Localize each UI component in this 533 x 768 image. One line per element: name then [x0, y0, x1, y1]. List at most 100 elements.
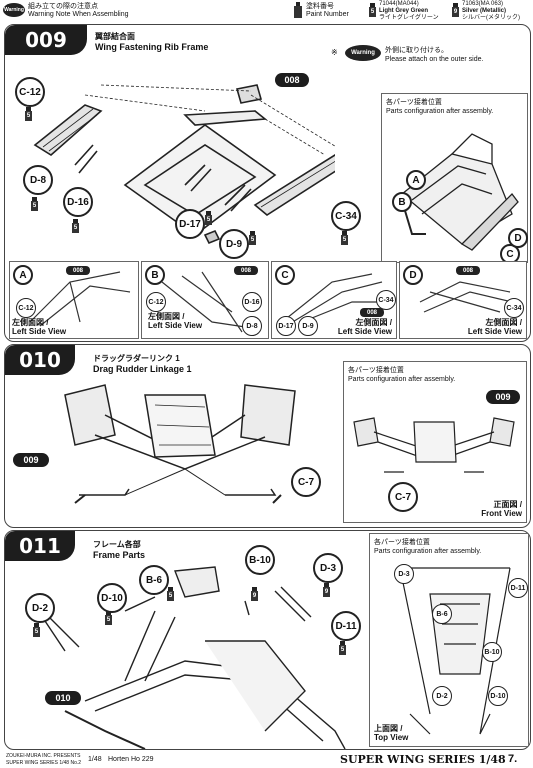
paint-name-jp: シルバー(メタリック) [462, 15, 520, 21]
part-label-d-2: D-2 [25, 593, 55, 623]
paint-bottle-icon: 5 [341, 231, 348, 245]
part-label-d-8: D-8 [23, 165, 53, 195]
paint-bottle-icon: 9 [323, 583, 330, 597]
subview-letter: B [145, 265, 165, 285]
callout-009: 009 [13, 453, 49, 467]
paint-bottle-icon: 5 [249, 231, 256, 245]
subview-pill: 008 [66, 266, 90, 275]
step-title-jp: フレーム各部 [93, 540, 141, 549]
part-label-d-2: D-2 [432, 686, 452, 706]
footer-scale: 1/48 [88, 756, 102, 763]
paint-name-jp: ライトグレイグリーン [379, 15, 439, 21]
part-label-d-8: D-8 [242, 316, 262, 336]
footer-series-title: SUPER WING SERIES 1/48 [340, 753, 506, 766]
step-title-en: Drag Rudder Linkage 1 [93, 364, 192, 374]
page-number: 7. [508, 753, 518, 765]
step-title-jp: ドラッグラダーリンク 1 [93, 354, 180, 363]
subview-drawing [29, 271, 131, 327]
callout-008: 008 [275, 73, 309, 87]
step-009-section: 009 翼部結合面 Wing Fastening Rib Frame Warni… [4, 24, 531, 342]
header-jp-title: 組み立ての際の注意点 [28, 3, 98, 10]
paint-bottle-icon: 5 [369, 3, 376, 17]
panel-title-en: Parts configuration after assembly. [348, 376, 456, 383]
callout-010: 010 [45, 691, 81, 705]
footer-series-small: SUPER WING SERIES 1/48 No.2 [6, 760, 82, 766]
drag-rudder-linkage-drawing [64, 384, 296, 504]
step-title-jp: 翼部結合面 [95, 32, 135, 41]
subview-view-label: 左側面図 /Left Side View [467, 318, 522, 336]
step-010-section: 010 ドラッグラダーリンク 1 Drag Rudder Linkage 1 0… [4, 344, 531, 528]
part-label-d-9: D-9 [219, 229, 249, 259]
position-letter-a: A [406, 170, 426, 190]
footer-model: Horten Ho 229 [108, 756, 154, 763]
subview-b: B 008 C-12 D-16 D-8 左側面図 /Left Side View [141, 261, 269, 339]
paint-bottle-icon: 5 [105, 611, 112, 625]
parts-configuration-panel: 各パーツ接着位置 Parts configuration after assem… [369, 533, 529, 747]
part-label-b-10: B-10 [482, 642, 502, 662]
paint-number-jp: 塗料番号 [306, 3, 334, 10]
paint-bottle-icon: 5 [33, 623, 40, 637]
panel-title-en: Parts configuration after assembly. [374, 548, 482, 555]
paint-number-icon [294, 2, 302, 18]
warning-badge-icon: Warning [345, 45, 381, 61]
header-en-title: Warning Note When Assembling [28, 11, 129, 18]
part-label-d-17: D-17 [175, 209, 205, 239]
paint-bottle-icon: 5 [339, 641, 346, 655]
subview-pill: 008 [456, 266, 480, 275]
part-label-c-34: C-34 [504, 298, 524, 318]
panel-title-jp: 各パーツ接着位置 [374, 539, 430, 546]
part-label-d-11: D-11 [508, 578, 528, 598]
paint-bottle-icon: 5 [205, 211, 212, 225]
frame-parts-drawing [44, 566, 346, 749]
paint-number-en: Paint Number [306, 11, 349, 18]
part-label-d-3: D-3 [394, 564, 414, 584]
subview-view-label: 左側面図 /Left Side View [337, 318, 392, 336]
paint-name-en: Silver (Metallic) [462, 8, 507, 14]
header: Warning 組み立ての際の注意点 Warning Note When Ass… [0, 0, 533, 22]
subview-drawing [161, 271, 253, 333]
warning-icon: Warning [3, 3, 25, 17]
part-label-c-12: C-12 [146, 292, 166, 312]
subview-pill: 008 [234, 266, 258, 275]
step-number-badge: 010 [5, 345, 75, 375]
part-label-d-9: D-9 [298, 316, 318, 336]
paint-bottle-icon: 5 [25, 107, 32, 121]
assembled-frame-drawing [399, 133, 519, 251]
paint-bottle-icon: 5 [31, 197, 38, 211]
panel-title-en: Parts configuration after assembly. [386, 108, 494, 115]
paint-code: 71063(MA 063) [462, 1, 504, 7]
subview-a: A 008 C-12 左側面図 /Left Side View [9, 261, 139, 339]
part-label-b-6: B-6 [432, 604, 452, 624]
step-number-badge: 011 [5, 531, 75, 561]
paint-bottle-icon: 5 [167, 587, 174, 601]
warning-label: Warning [351, 50, 375, 56]
part-label-d-10: D-10 [97, 583, 127, 613]
part-label-d-17: D-17 [276, 316, 296, 336]
paint-bottle-icon: 9 [251, 587, 258, 601]
part-label-c-34: C-34 [331, 201, 361, 231]
part-label-b-6: B-6 [139, 565, 169, 595]
subview-drawing [419, 281, 513, 313]
warning-text-jp: 外側に取り付ける。 [385, 47, 448, 54]
front-view-label: 正面図 /Front View [481, 500, 522, 518]
paint-bottle-icon: 5 [72, 219, 79, 233]
top-view-label: 上面図 /Top View [374, 724, 409, 742]
warning-icon-label: Warning [4, 7, 24, 13]
warning-text-en: Please attach on the outer side. [385, 56, 484, 63]
part-label-d-3: D-3 [313, 553, 343, 583]
assembled-frame-drawing [353, 417, 515, 473]
part-label-d-16: D-16 [63, 187, 93, 217]
part-label-c-7: C-7 [291, 467, 321, 497]
subview-letter: D [403, 265, 423, 285]
parts-configuration-panel: 各パーツ接着位置 Parts configuration after assem… [381, 93, 528, 264]
callout-009: 009 [486, 390, 520, 404]
paint-code: 71044(MA044) [379, 1, 419, 7]
step-title-en: Wing Fastening Rib Frame [95, 42, 209, 52]
asterisk-note: ※ [331, 48, 338, 57]
parts-configuration-panel: 各パーツ接着位置 Parts configuration after assem… [343, 361, 527, 523]
paint-name-en: Light Grey Green [379, 8, 429, 14]
position-letter-b: B [392, 192, 412, 212]
panel-title-jp: 各パーツ接着位置 [386, 99, 442, 106]
footer-company: ZOUKEI-MURA INC. PRESENTS [6, 753, 81, 759]
subview-pill: 008 [360, 308, 384, 317]
